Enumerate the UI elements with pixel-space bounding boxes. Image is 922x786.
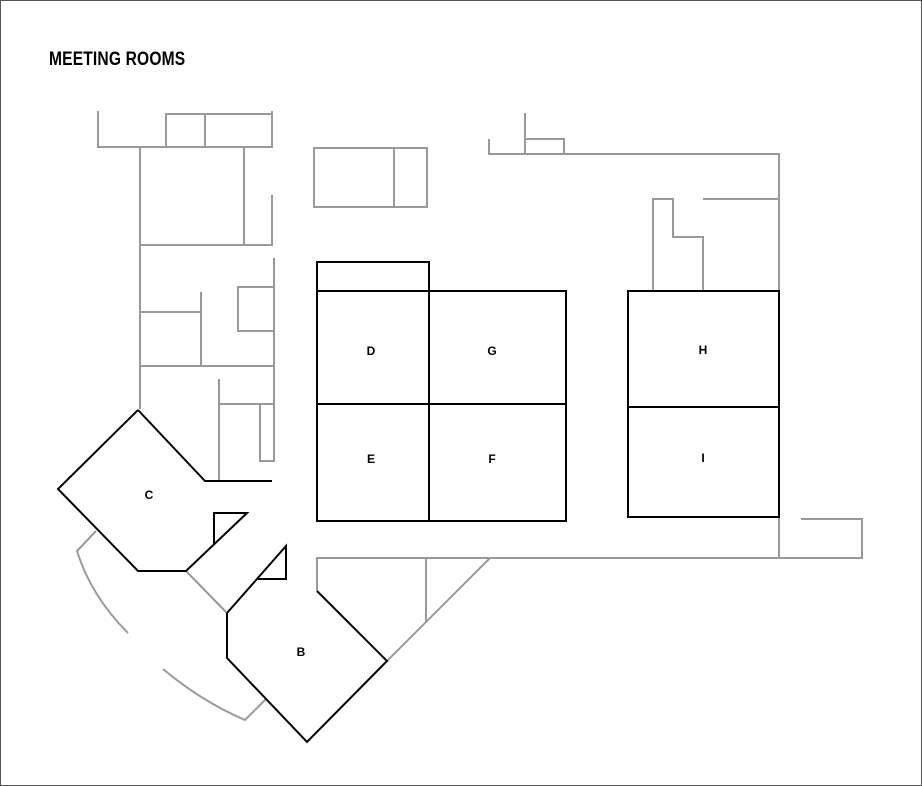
room-label-c: C — [145, 488, 154, 502]
wall — [140, 258, 275, 481]
wall — [97, 111, 273, 148]
room-label-d: D — [367, 344, 376, 358]
wall — [237, 286, 274, 332]
wall — [313, 147, 428, 208]
rooms — [56, 261, 780, 744]
wall — [488, 113, 780, 558]
room-label-e: E — [367, 452, 375, 466]
room-c-outline[interactable] — [56, 409, 272, 572]
wall — [652, 198, 779, 291]
room-b-outline[interactable] — [226, 543, 389, 744]
wall — [185, 570, 228, 614]
wall — [75, 530, 129, 634]
wall — [779, 518, 863, 559]
room-h-i-outline[interactable] — [627, 290, 780, 518]
wall — [139, 147, 273, 409]
room-d-e-f-g-outline[interactable] — [316, 261, 567, 522]
room-label-i: I — [701, 451, 704, 465]
room-label-g: G — [487, 344, 496, 358]
room-label-b: B — [297, 645, 306, 659]
wall — [162, 668, 267, 722]
map-title: MEETING ROOMS — [49, 49, 186, 70]
wall — [316, 557, 779, 662]
room-labels: B C D E F G H I — [145, 343, 708, 659]
room-label-f: F — [488, 452, 495, 466]
room-label-h: H — [699, 343, 708, 357]
walls — [75, 111, 863, 722]
